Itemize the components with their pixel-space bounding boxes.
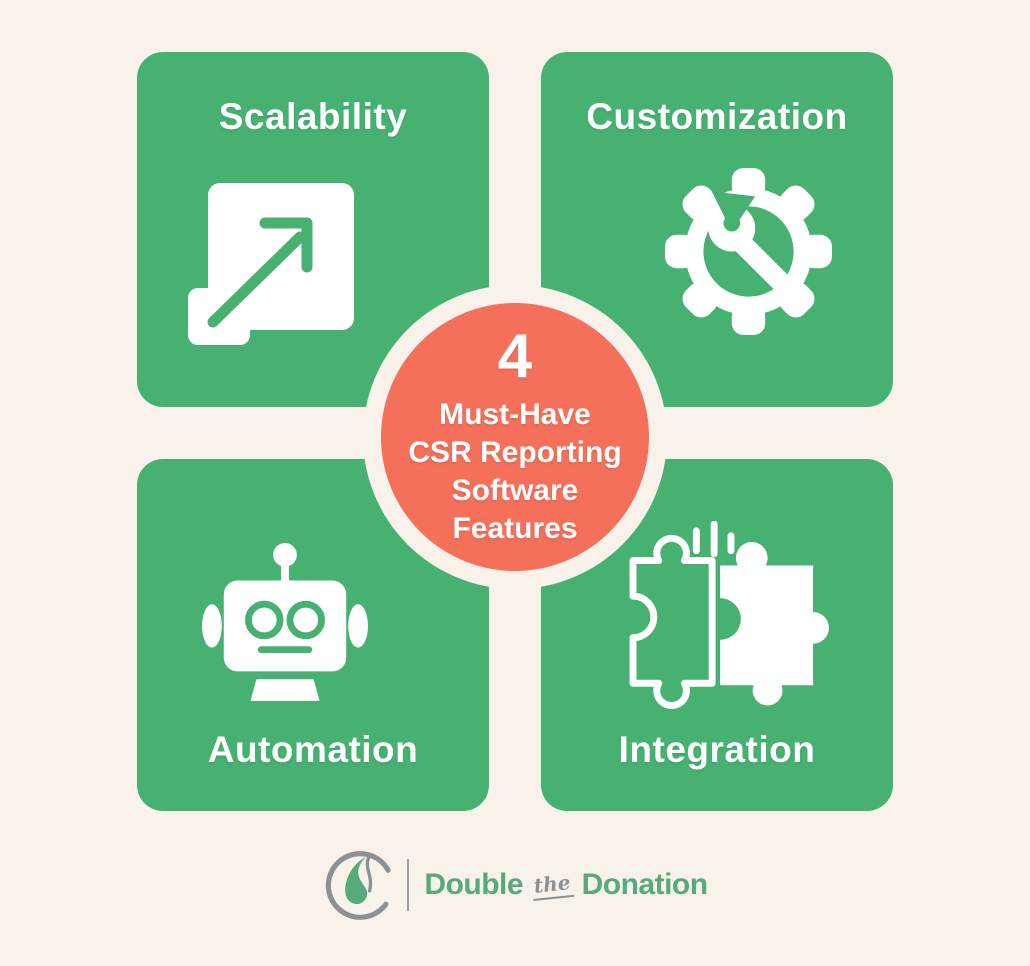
feature-label-customization: Customization: [586, 96, 848, 137]
feature-card-scalability: Scalability: [137, 52, 489, 407]
feature-label-scalability: Scalability: [218, 96, 408, 137]
double-the-donation-logo-icon: [326, 851, 392, 920]
robot-icon: [202, 543, 368, 701]
puzzle-pieces-icon: [629, 521, 829, 709]
center-badge: 4 Must-Have CSR Reporting Software Featu…: [381, 303, 649, 571]
feature-card-integration: Integration: [541, 459, 893, 811]
badge-number: 4: [497, 322, 533, 391]
gear-wrench-icon: [665, 168, 832, 335]
badge-line-4: Features: [452, 512, 578, 545]
feature-label-integration: Integration: [618, 729, 816, 770]
brand-word-donation: Donation: [581, 868, 708, 901]
logo-divider: [407, 859, 410, 911]
scale-expand-icon: [188, 183, 354, 345]
feature-card-automation: Automation: [137, 459, 489, 811]
brand-wordmark: Double the Donation: [424, 868, 708, 902]
badge-line-2: CSR Reporting: [408, 436, 622, 469]
badge-line-3: Software: [451, 474, 579, 507]
footer-brand: Double the Donation: [0, 848, 1030, 922]
brand-word-the: the: [530, 869, 574, 901]
feature-label-automation: Automation: [207, 729, 419, 770]
brand-word-double: Double: [424, 868, 524, 901]
badge-line-1: Must-Have: [439, 398, 591, 431]
